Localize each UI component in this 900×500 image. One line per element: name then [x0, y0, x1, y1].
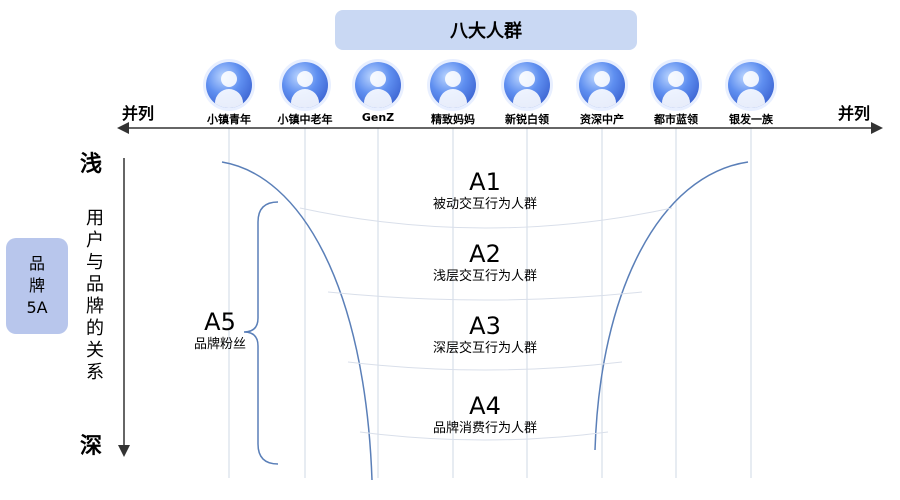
fans-description: 品牌粉丝 — [193, 337, 246, 352]
level-description: 品牌消费行为人群 — [432, 421, 537, 436]
persona-label: 资深中产 — [580, 113, 624, 126]
funnel-level-a4: A4 品牌消费行为人群 — [370, 392, 600, 438]
level-code: A4 — [469, 392, 501, 420]
mother-icon — [430, 62, 476, 108]
brand-box-line: 5A — [26, 298, 48, 317]
persona-grid-lines — [228, 128, 752, 478]
persona-label: 小镇中老年 — [277, 113, 333, 126]
parallel-right-label: 并列 — [838, 104, 871, 123]
persona-middle-class: 资深中产 — [557, 62, 647, 127]
middle-class-icon — [579, 62, 625, 108]
fans-brace — [243, 201, 279, 465]
persona-label: 都市蓝领 — [654, 113, 698, 126]
persona-label: 新锐白领 — [505, 113, 549, 126]
funnel-right-curve — [594, 161, 749, 451]
brand-box-line: 品 — [28, 254, 45, 273]
blue-collar-worker-icon — [653, 62, 699, 108]
brand-5a-box: 品 牌 5A — [6, 238, 68, 334]
funnel-level-divider — [347, 361, 623, 371]
level-code: A3 — [469, 312, 501, 340]
young-person-icon — [206, 62, 252, 108]
funnel-level-divider — [299, 207, 673, 229]
parallel-left-label: 并列 — [122, 104, 155, 123]
persona-mother: 精致妈妈 — [408, 62, 498, 127]
fans-group: A5 品牌粉丝 — [185, 308, 255, 354]
level-description: 浅层交互行为人群 — [432, 269, 537, 284]
level-description: 深层交互行为人群 — [432, 341, 537, 356]
silver-hair-icon — [728, 62, 774, 108]
level-description: 被动交互行为人群 — [432, 197, 537, 212]
persona-genz: GenZ — [333, 62, 423, 124]
funnel-left-curve — [221, 161, 373, 481]
funnel-level-divider — [327, 291, 643, 301]
depth-deep-label: 深 — [80, 434, 103, 459]
office-worker-icon — [504, 62, 550, 108]
persona-young-town: 小镇青年 — [184, 62, 274, 127]
persona-label: GenZ — [361, 111, 395, 124]
persona-white-collar: 新锐白领 — [482, 62, 572, 127]
relationship-label: 用户与品牌的关系 — [86, 208, 104, 383]
segments-header: 八大人群 — [335, 10, 637, 50]
persona-label: 精致妈妈 — [431, 113, 475, 126]
persona-silver-hair: 银发一族 — [706, 62, 796, 127]
persona-blue-collar: 都市蓝领 — [631, 62, 721, 127]
brand-box-line: 牌 — [28, 276, 45, 295]
funnel-level-a3: A3 深层交互行为人群 — [370, 312, 600, 358]
elderly-person-icon — [282, 62, 328, 108]
persona-elderly-town: 小镇中老年 — [260, 62, 350, 127]
persona-label: 小镇青年 — [207, 113, 251, 126]
funnel-level-a2: A2 浅层交互行为人群 — [370, 240, 600, 286]
segments-header-title: 八大人群 — [450, 21, 522, 42]
funnel-level-a1: A1 被动交互行为人群 — [370, 168, 600, 214]
genz-person-icon — [355, 62, 401, 108]
funnel-level-divider — [359, 431, 609, 441]
level-code: A1 — [469, 168, 501, 196]
persona-label: 银发一族 — [729, 113, 773, 126]
level-code: A2 — [469, 240, 501, 268]
depth-shallow-label: 浅 — [80, 152, 103, 177]
fans-code: A5 — [204, 308, 236, 336]
